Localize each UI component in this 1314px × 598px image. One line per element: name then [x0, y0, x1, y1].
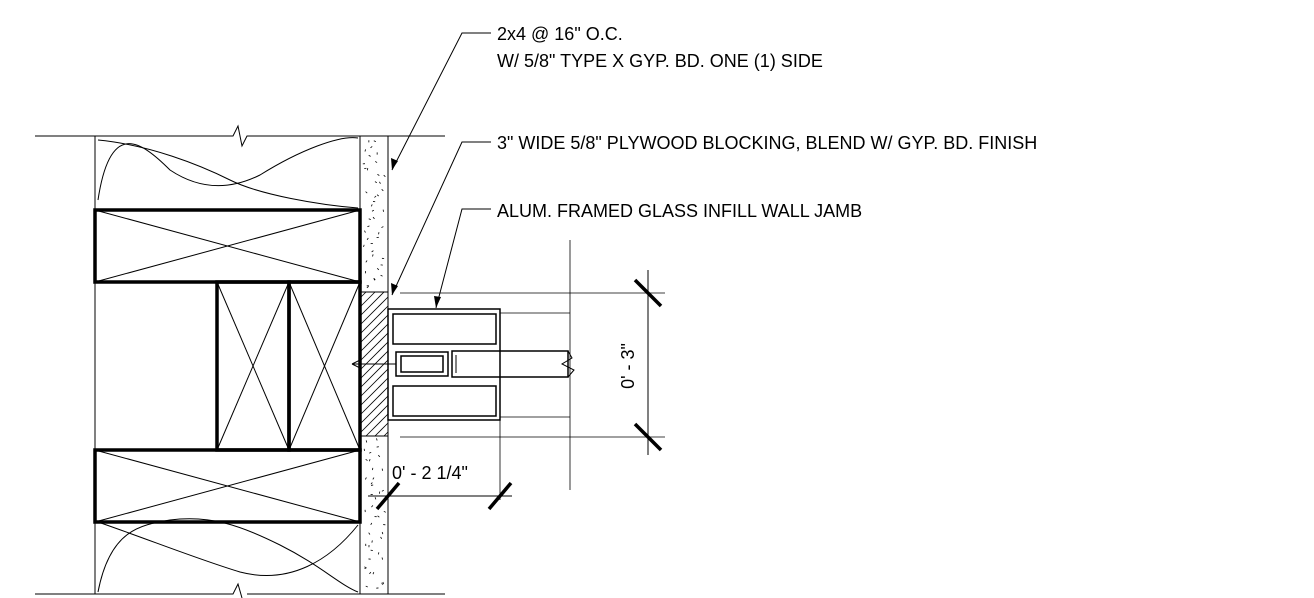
- gypsum-stipple-mark: [381, 557, 384, 560]
- bottom-stud-2x4: [93, 448, 362, 524]
- batt-insulation: [97, 137, 359, 593]
- gypsum-stipple-mark: [370, 522, 373, 526]
- plywood-hatch-line: [359, 359, 389, 389]
- plywood-hatch-line: [359, 305, 389, 335]
- gypsum-stipple-mark: [368, 218, 371, 220]
- plywood-hatch-line: [359, 404, 389, 434]
- gypsum-stipple-mark: [376, 268, 380, 271]
- notes: 2x4 @ 16" O.C. W/ 5/8" TYPE X GYP. BD. O…: [497, 24, 1037, 221]
- plywood-hatch-line: [359, 332, 389, 362]
- gypsum-stipple-mark: [376, 194, 379, 197]
- gypsum-stipple-mark: [374, 161, 378, 163]
- plywood-hatch-line: [359, 323, 389, 353]
- plywood-hatch-line: [365, 413, 389, 437]
- gypsum-stipple-mark: [368, 155, 371, 157]
- gypsum-stipple-mark: [371, 505, 374, 508]
- gypsum-stipple-mark: [374, 195, 377, 198]
- gypsum-stipple-mark: [367, 225, 370, 228]
- plywood-hatch-line: [359, 368, 389, 398]
- gypsum-stipple-mark: [380, 536, 382, 540]
- plywood-hatch-line: [359, 291, 376, 308]
- gypsum-stipple-mark: [370, 482, 373, 485]
- plywood-blocking: [359, 291, 389, 437]
- gypsum-stipple-mark: [364, 149, 366, 152]
- gypsum-stipple-mark: [380, 274, 383, 277]
- plywood-hatch-line: [359, 296, 389, 326]
- gypsum-stipple-mark: [370, 204, 373, 207]
- gypsum-stipple-mark: [374, 497, 377, 500]
- gypsum-stipple-mark: [366, 286, 369, 289]
- leader-lines: [391, 32, 491, 309]
- gypsum-stipple-mark: [370, 146, 373, 149]
- gypsum-stipple-mark: [381, 226, 384, 228]
- gypsum-stipple-mark: [372, 216, 375, 220]
- plywood-hatch-line: [359, 377, 389, 407]
- gypsum-stipple-mark: [377, 515, 380, 518]
- gypsum-stipple-mark: [372, 571, 375, 575]
- plywood-hatch-line: [359, 350, 389, 380]
- gypsum-stipple-mark: [372, 254, 374, 257]
- gypsum-stipple-mark: [364, 566, 367, 569]
- gypsum-stipple-mark: [381, 468, 384, 471]
- gypsum-stipple-mark: [373, 140, 377, 142]
- gypsum-stipple-mark: [373, 278, 376, 281]
- gypsum-stipple-mark: [381, 582, 383, 585]
- gypsum-stipple-mark: [366, 237, 369, 241]
- plywood-hatch-line: [359, 395, 389, 425]
- gypsum-stipple: [362, 140, 386, 589]
- dimension-horizontal: 0' - 2 1/4": [368, 420, 513, 511]
- gypsum-stipple-mark: [365, 585, 368, 588]
- plywood-hatch-line: [359, 291, 385, 317]
- gypsum-stipple-mark: [372, 477, 375, 480]
- gypsum-stipple-mark: [383, 174, 386, 177]
- gypsum-stipple-mark: [365, 459, 368, 461]
- gypsum-stipple-mark: [369, 459, 371, 462]
- top-stud-2x4: [93, 208, 362, 284]
- gypsum-stipple-mark: [376, 438, 378, 441]
- gypsum-stipple-mark: [383, 510, 386, 513]
- plywood-hatch-line: [383, 431, 389, 437]
- blocking-note: 3" WIDE 5/8" PLYWOOD BLOCKING, BLEND W/ …: [497, 133, 1037, 153]
- gypsum-stipple-mark: [382, 581, 384, 585]
- plywood-hatch-line: [359, 341, 389, 371]
- gypsum-stipple-mark: [370, 484, 374, 486]
- gypsum-stipple-mark: [371, 250, 374, 253]
- stud-note-line1: 2x4 @ 16" O.C.: [497, 24, 623, 44]
- gypsum-stipple-mark: [381, 189, 384, 192]
- aluminum-jamb: [351, 308, 501, 421]
- stud-note-line2: W/ 5/8" TYPE X GYP. BD. ONE (1) SIDE: [497, 51, 823, 71]
- plywood-hatch-line: [359, 314, 389, 344]
- dimension-vertical: 0' - 3": [400, 240, 665, 490]
- gypsum-stipple-mark: [364, 477, 367, 480]
- gypsum-stipple-mark: [369, 571, 372, 575]
- gypsum-stipple-mark: [368, 452, 372, 454]
- gypsum-stipple-mark: [374, 181, 378, 184]
- gypsum-stipple-mark: [378, 454, 381, 458]
- dimension-vertical-label: 0' - 3": [618, 343, 638, 389]
- gypsum-stipple-mark: [365, 260, 368, 263]
- gypsum-stipple-mark: [377, 174, 380, 176]
- gypsum-stipple-mark: [365, 191, 368, 194]
- plywood-hatch-line: [374, 422, 389, 437]
- plywood-hatch-line: [359, 386, 389, 416]
- gypsum-stipple-mark: [381, 489, 385, 492]
- gypsum-stipple-mark: [363, 244, 365, 248]
- gypsum-stipple-mark: [371, 209, 375, 212]
- gypsum-stipple-mark: [364, 230, 366, 233]
- gypsum-stipple-mark: [368, 532, 371, 535]
- gypsum-stipple-mark: [381, 531, 384, 535]
- plywood-hatch: [359, 291, 389, 437]
- jamb-note: ALUM. FRAMED GLASS INFILL WALL JAMB: [497, 201, 862, 221]
- glass-infill: [451, 312, 575, 418]
- gypsum-stipple-mark: [365, 440, 368, 443]
- plywood-hatch-line: [359, 291, 367, 299]
- middle-studs-2x4: [215, 280, 362, 452]
- dimension-horizontal-label: 0' - 2 1/4": [392, 463, 468, 483]
- gypsum-stipple-mark: [379, 181, 381, 184]
